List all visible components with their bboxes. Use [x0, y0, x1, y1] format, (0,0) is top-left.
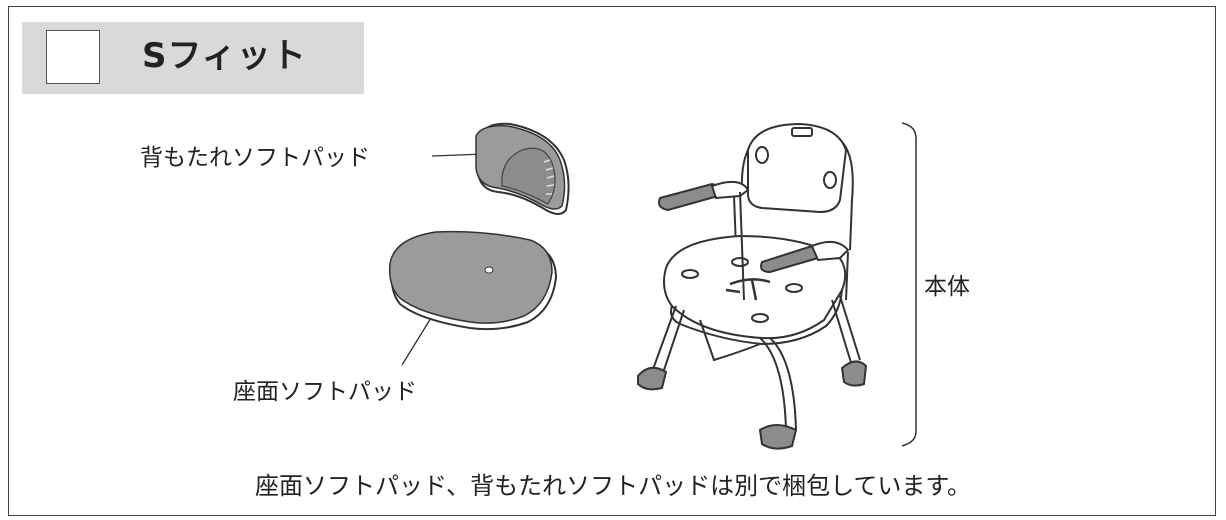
shower-chair	[637, 122, 868, 450]
check-box[interactable]	[46, 30, 100, 84]
seat-pad-label: 座面ソフトパッド	[233, 379, 417, 405]
back-pad-label: 背もたれソフトパッド	[140, 145, 370, 171]
back-soft-pad	[475, 122, 570, 215]
seat-soft-pad	[388, 230, 558, 331]
section-title: Sフィット	[142, 36, 307, 76]
body-bracket	[901, 122, 917, 447]
packaging-note: 座面ソフトパッド、背もたれソフトパッドは別で梱包しています。	[255, 472, 971, 500]
body-label: 本体	[924, 274, 970, 300]
